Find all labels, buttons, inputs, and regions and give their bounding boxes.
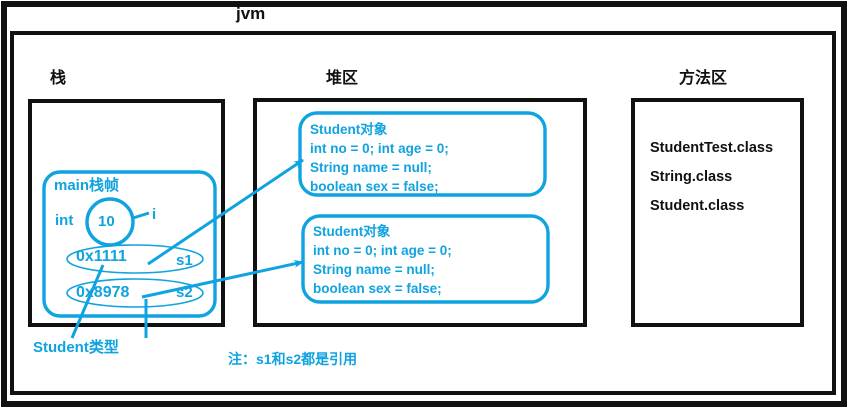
reference-ellipse-s1 [66, 244, 204, 274]
main-stack-frame-label: main栈帧 [54, 177, 120, 194]
type-leader-line-s1 [70, 264, 105, 339]
jvm-inner-border [10, 31, 836, 395]
reference-address-s2: 0x8978 [76, 284, 130, 301]
method-area-region-title: 方法区 [679, 70, 728, 87]
pointer-arrow-s2-to-object2 [141, 260, 304, 299]
pointer-arrow-s1-to-object1 [147, 158, 304, 266]
int-type-label: int [55, 212, 74, 229]
reference-name-s1: s1 [176, 252, 193, 269]
diagram-note: 注：s1和s2都是引用 [228, 351, 358, 367]
stack-region-title: 栈 [50, 70, 67, 87]
student-type-annotation: Student类型 [33, 339, 119, 356]
reference-address-s1: 0x1111 [76, 248, 127, 265]
heap-object-2-text: Student对象 int no = 0; int age = 0; Strin… [313, 224, 452, 296]
heap-object-box-1 [298, 111, 547, 197]
reference-ellipse-s2 [66, 278, 204, 308]
int-value-label: 10 [98, 213, 115, 230]
page-title: jvm [236, 4, 266, 23]
int-var-leader-line [132, 211, 150, 220]
main-stack-frame-box [42, 170, 217, 318]
heap-region-box [253, 98, 587, 327]
int-value-circle [85, 197, 135, 247]
reference-name-s2: s2 [176, 284, 193, 301]
heap-region-title: 堆区 [326, 70, 359, 87]
heap-object-box-2 [301, 214, 550, 304]
method-area-class-list: StudentTest.class String.class Student.c… [650, 140, 774, 214]
heap-object-1-text: Student对象 int no = 0; int age = 0; Strin… [310, 122, 449, 194]
method-area-region-box [631, 98, 804, 327]
int-variable-name-label: i [152, 206, 157, 223]
